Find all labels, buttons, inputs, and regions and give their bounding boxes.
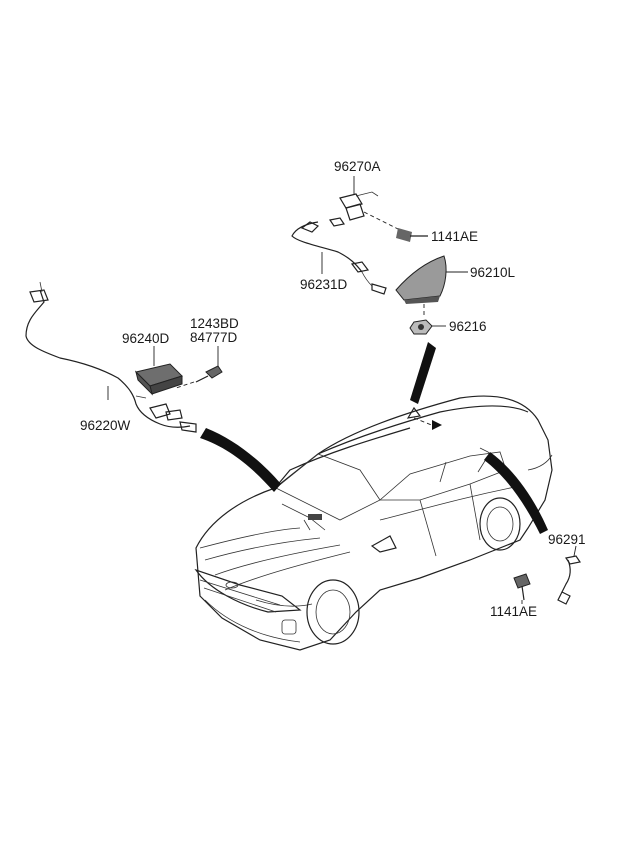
- label-84777D: 84777D: [190, 330, 238, 345]
- callout-arrows: [200, 342, 548, 534]
- label-96220W: 96220W: [80, 418, 131, 433]
- arrow-antenna-to-car: [410, 342, 436, 404]
- part-1243BD-screw: [175, 346, 223, 389]
- label-96240D: 96240D: [122, 331, 170, 346]
- part-96240D: [135, 346, 183, 396]
- part-96220W: [25, 281, 197, 433]
- car-illustration: [194, 395, 553, 651]
- label-1141AE-top: 1141AE: [431, 229, 478, 244]
- label-1141AE-bottom: 1141AE: [490, 604, 537, 619]
- part-1141AE-bottom: [513, 573, 531, 604]
- label-96270A: 96270A: [334, 159, 381, 174]
- arrow-harness-to-car: [484, 452, 548, 534]
- label-96291: 96291: [548, 532, 586, 547]
- label-96231D: 96231D: [300, 277, 348, 292]
- label-96216: 96216: [449, 319, 487, 334]
- arrow-amp-to-car: [200, 428, 281, 492]
- part-96270A: [339, 176, 401, 231]
- label-96210L: 96210L: [470, 265, 516, 280]
- part-96210L: [395, 255, 468, 318]
- part-96291: [557, 545, 581, 605]
- part-1141AE-top: [396, 228, 428, 242]
- part-96216: [409, 319, 446, 335]
- label-1243BD: 1243BD: [190, 316, 239, 331]
- part-96231D: [291, 217, 387, 295]
